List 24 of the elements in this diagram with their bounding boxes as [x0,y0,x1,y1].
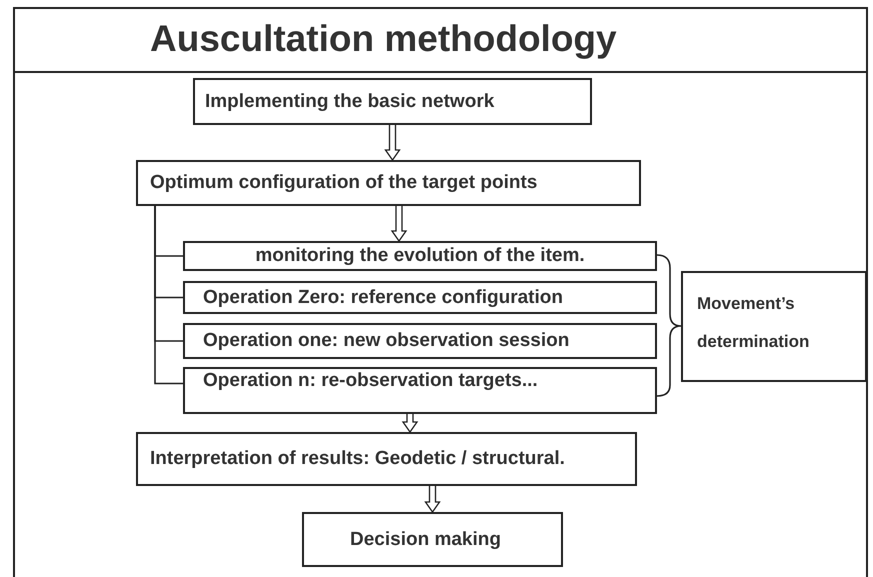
hollow-arrow [390,205,408,242]
process-box [136,432,637,486]
process-box [681,271,867,382]
process-box [183,241,657,271]
process-box [183,367,657,414]
box-label: Operation n: re-observation targets... [203,369,538,393]
title: Auscultation methodology [150,20,617,57]
box-label: Implementing the basic network [205,90,494,114]
process-box [183,281,657,314]
process-box [193,78,592,125]
process-box [136,160,641,206]
hollow-arrow [424,485,441,514]
process-box [183,323,657,359]
box-label: Interpretation of results: Geodetic / structural. [150,447,565,471]
hollow-arrow [384,124,401,162]
box-label: Optimum configuration of the target points [150,171,538,195]
box-label: Operation one: new observation session [203,329,570,353]
box-label: Decision making [350,528,501,552]
box-label: Operation Zero: reference configuration [203,286,563,310]
box-label: Movement’s determination [697,293,810,353]
connector-line [154,206,183,384]
box-label: monitoring the evolution of the item. [255,244,585,268]
process-box [302,512,563,567]
hollow-arrow [402,413,418,434]
